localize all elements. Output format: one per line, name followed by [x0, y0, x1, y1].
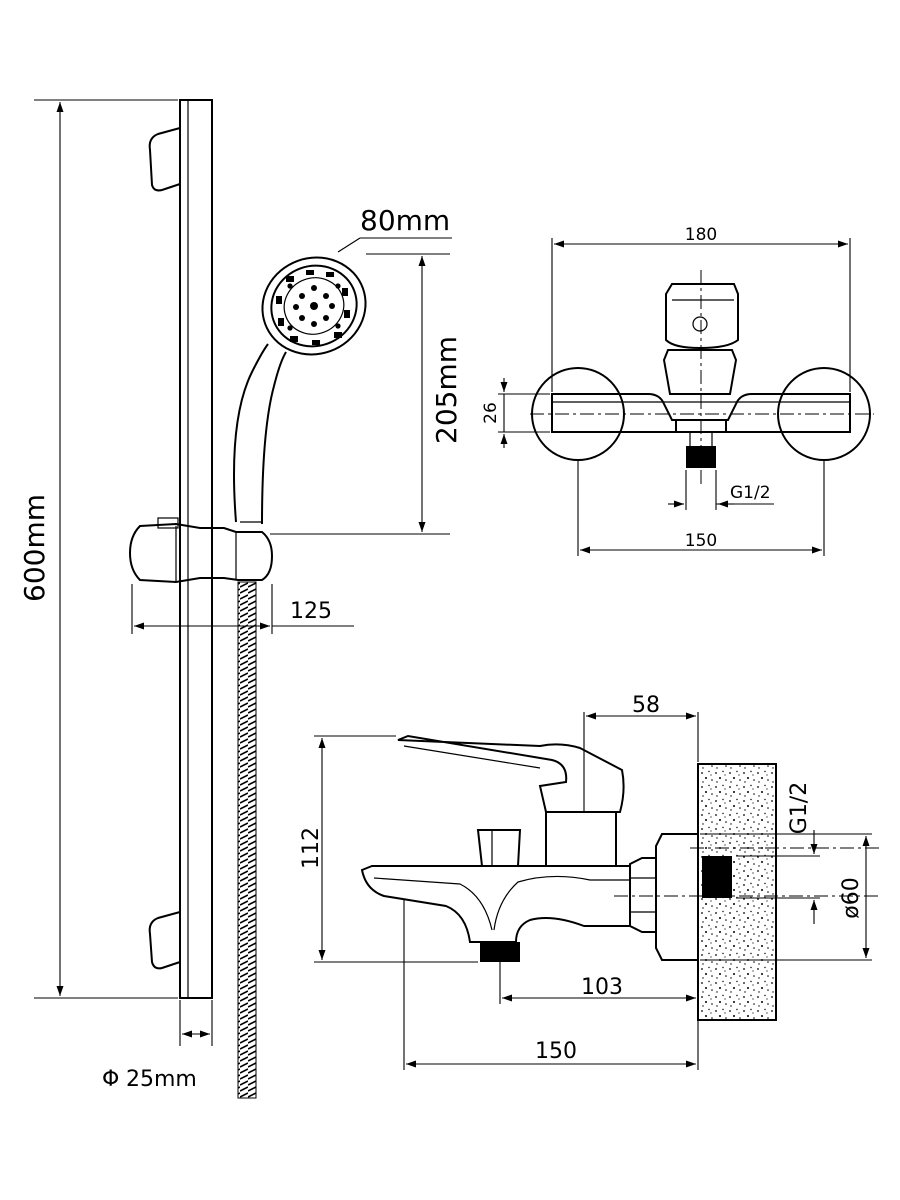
- side-mixer-body: [360, 865, 631, 943]
- escutcheon-diameter-label: ø60: [839, 877, 864, 918]
- phi-symbol: Φ: [102, 1067, 119, 1092]
- shower-head: [261, 256, 367, 356]
- wall-thread: [702, 856, 732, 898]
- mixer-side-view: 58 112 G1/2 ø60 103 150: [299, 693, 880, 1070]
- bottom-bracket: [148, 911, 181, 970]
- holder-projection-label: 125: [290, 599, 332, 624]
- side-thread-label: G1/2: [787, 782, 812, 834]
- bar-length-label: 600mm: [18, 494, 51, 602]
- slide-bar-view: 600mm 80mm 205mm 125 Φ 25mm: [18, 99, 463, 1099]
- front-width-label: 180: [685, 225, 717, 245]
- mixer-front-view: 180 26 G1/2 150: [481, 225, 874, 556]
- lever-offset-label: 58: [632, 693, 660, 718]
- shower-hose: [237, 581, 257, 1099]
- mixer-body: [551, 393, 851, 433]
- side-projection-label: 150: [535, 1039, 577, 1064]
- side-outlet-thread: [480, 942, 520, 962]
- side-height-label: 112: [299, 827, 324, 869]
- slider-holder: [128, 517, 274, 584]
- side-lever: [397, 734, 625, 813]
- bar-diameter-label: 25mm: [126, 1067, 197, 1092]
- top-bracket: [148, 127, 181, 192]
- slide-bar: [179, 99, 213, 999]
- shower-handle: [233, 343, 287, 525]
- front-height-label: 26: [481, 402, 501, 424]
- mixer-lever: [665, 283, 739, 350]
- front-center-label: 150: [685, 531, 717, 551]
- outlet-offset-label: 103: [581, 975, 623, 1000]
- head-diameter-label: 80mm: [360, 204, 450, 237]
- handset-length-label: 205mm: [430, 336, 463, 444]
- front-thread-label: G1/2: [730, 483, 771, 503]
